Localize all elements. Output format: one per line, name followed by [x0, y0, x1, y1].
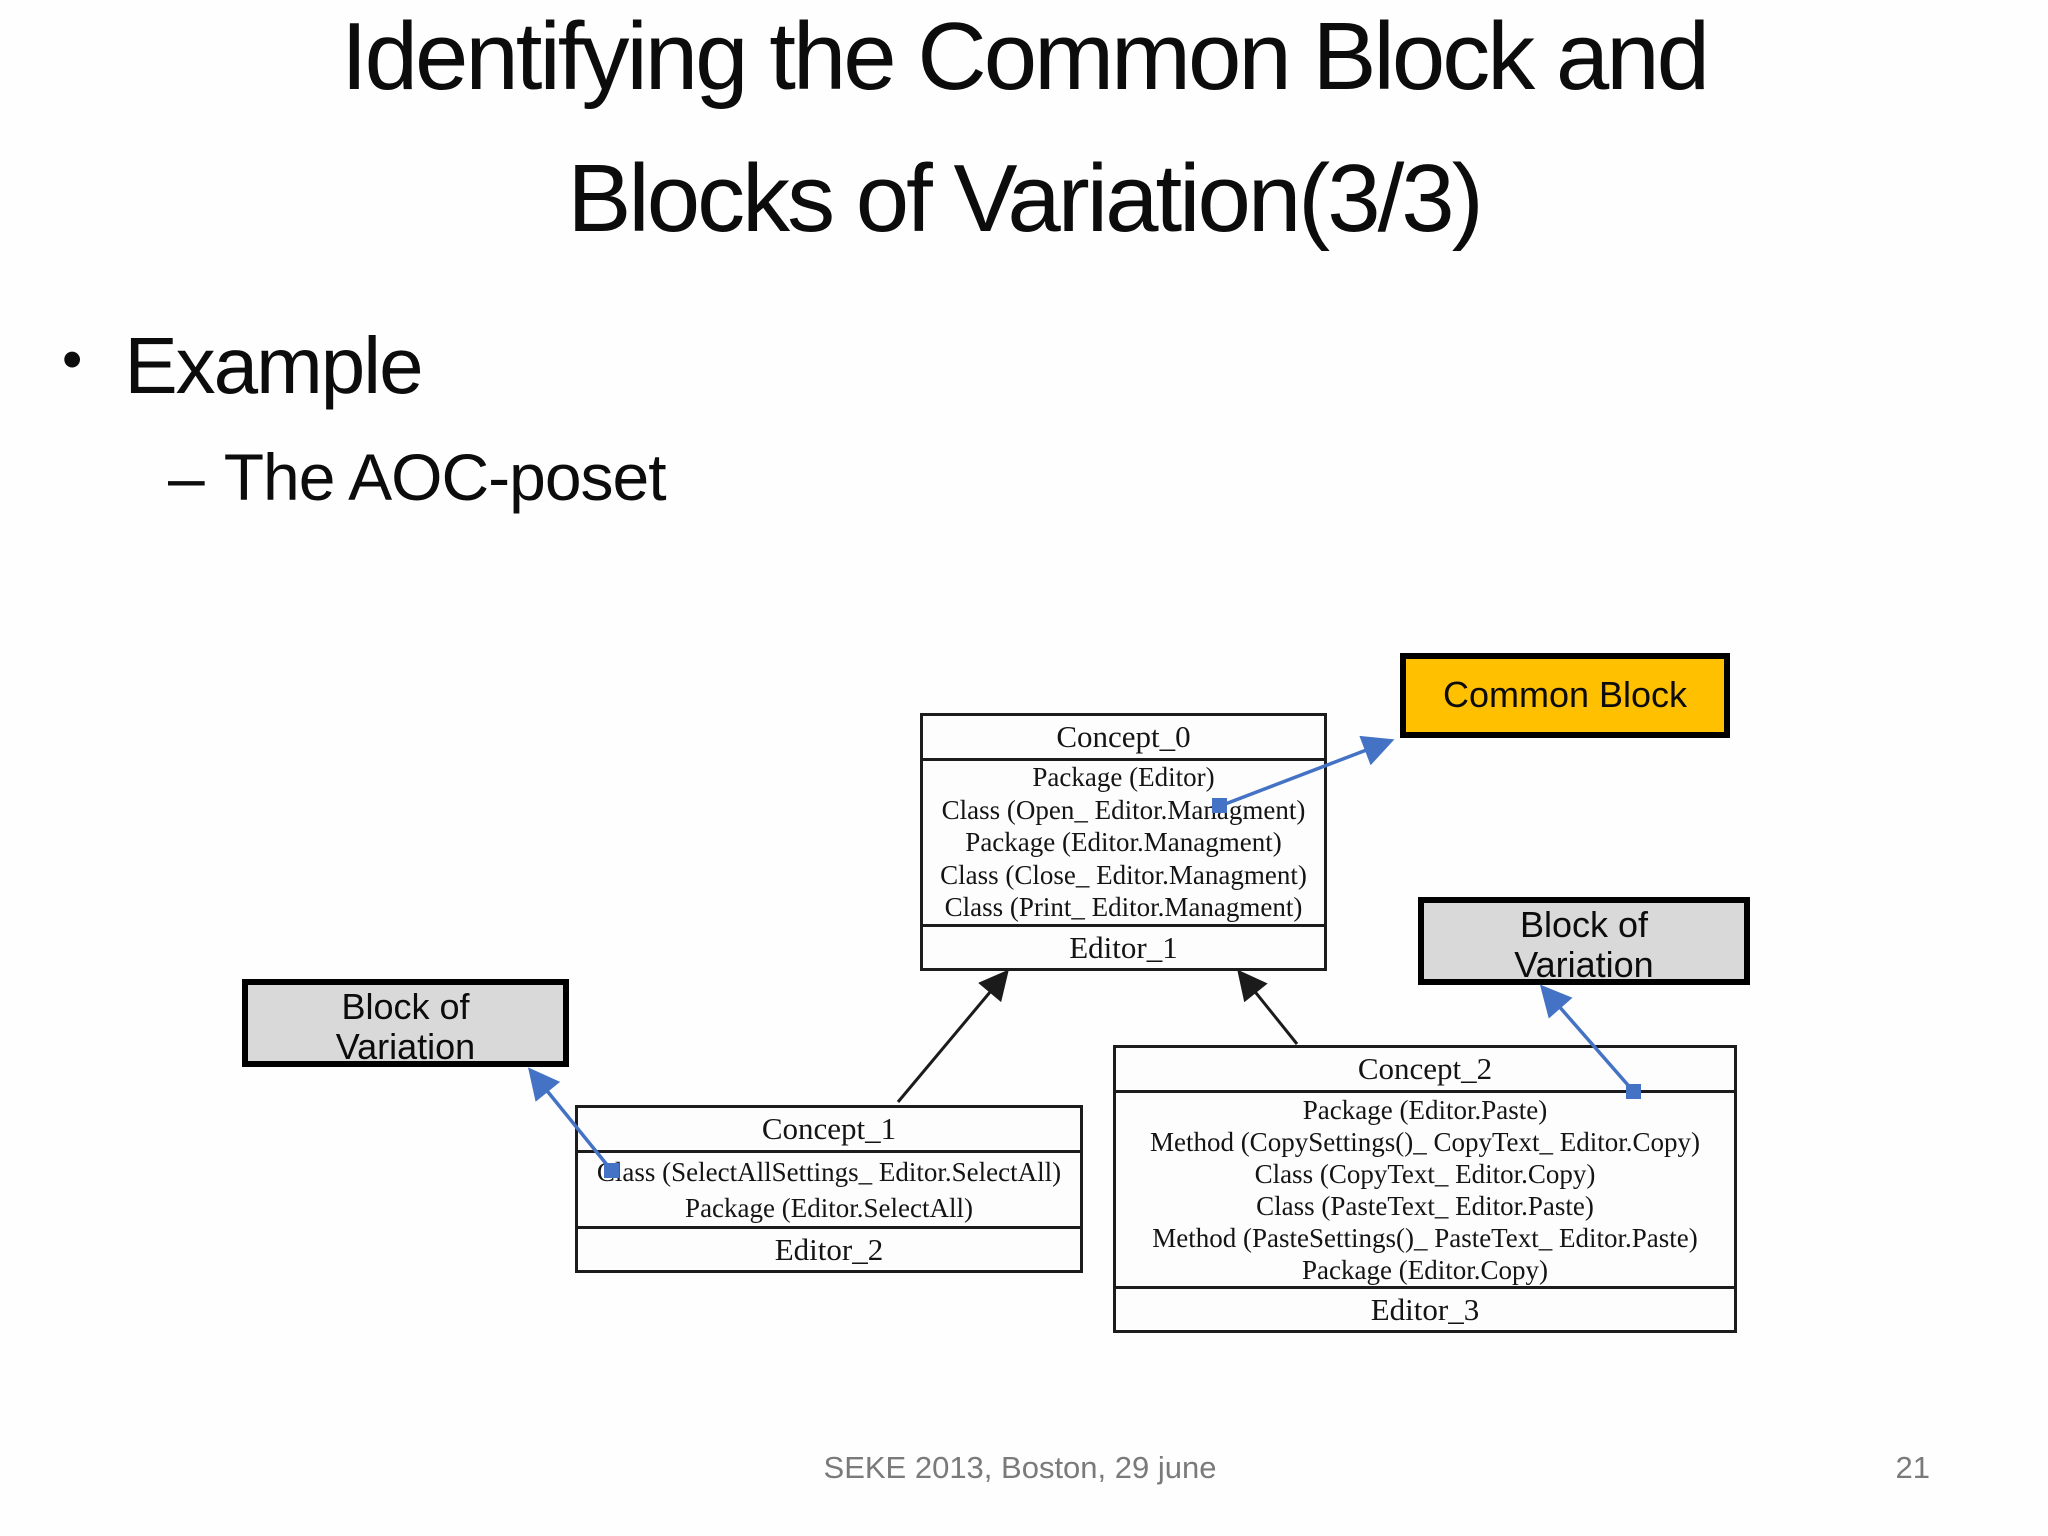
- concept0-editor: Editor_1: [923, 924, 1324, 968]
- sub-bullet-aoc-poset: –The AOC-poset: [168, 438, 667, 517]
- concept0-attributes: Package (Editor) Class (Open_ Editor.Man…: [923, 761, 1324, 924]
- concept2-line: Class (CopyText_ Editor.Copy): [1254, 1158, 1596, 1189]
- page-number: 21: [1895, 1450, 1930, 1485]
- hierarchy-arrow-concept2-to-concept0: [1237, 969, 1299, 1045]
- sub-bullet-text: The AOC-poset: [223, 440, 667, 514]
- concept0-title: Concept_0: [923, 716, 1324, 761]
- concept1-editor: Editor_2: [578, 1226, 1080, 1270]
- concept2-line: Package (Editor.Copy): [1302, 1254, 1548, 1285]
- concept0-box: Concept_0 Package (Editor) Class (Open_ …: [920, 713, 1327, 971]
- concept2-line: Class (PasteText_ Editor.Paste): [1256, 1190, 1594, 1221]
- bullet-marker: •: [62, 327, 82, 392]
- concept1-line: Class (SelectAllSettings_ Editor.SelectA…: [596, 1156, 1062, 1187]
- bov-right-line-1: Block of: [1519, 904, 1649, 945]
- concept0-line: Class (Print_ Editor.Managment): [944, 892, 1303, 923]
- hierarchy-arrow-concept1-to-concept0: [896, 969, 1009, 1103]
- concept2-attributes: Package (Editor.Paste) Method (CopySetti…: [1116, 1093, 1734, 1286]
- bullet-text: Example: [124, 321, 423, 410]
- concept1-title: Concept_1: [578, 1108, 1080, 1153]
- bov-left-line-2: Variation: [335, 1026, 476, 1067]
- concept2-title: Concept_2: [1116, 1048, 1734, 1093]
- bov-left-line-1: Block of: [341, 986, 470, 1027]
- concept0-line: Class (Close_ Editor.Managment): [940, 859, 1307, 890]
- concept1-box: Concept_1 Class (SelectAllSettings_ Edit…: [575, 1105, 1083, 1273]
- concept2-editor: Editor_3: [1116, 1286, 1734, 1330]
- page-title: Identifying the Common Block and Blocks …: [0, 0, 2048, 270]
- dash-marker: –: [168, 440, 205, 514]
- footer-caption: SEKE 2013, Boston, 29 june: [823, 1450, 1217, 1485]
- common-block-label: Common Block: [1400, 653, 1730, 738]
- block-of-variation-right-label: Block of Variation: [1418, 897, 1750, 985]
- bullet-example: • Example: [62, 318, 424, 414]
- concept2-line: Method (PasteSettings()_ PasteText_ Edit…: [1152, 1222, 1698, 1253]
- concept0-line: Package (Editor.Managment): [965, 827, 1282, 858]
- title-line-1: Identifying the Common Block and: [340, 3, 1710, 110]
- bov-right-line-2: Variation: [1514, 944, 1654, 985]
- title-line-2: Blocks of Variation(3/3): [567, 145, 1483, 252]
- concept2-line: Package (Editor.Paste): [1302, 1094, 1548, 1125]
- concept2-box: Concept_2 Package (Editor.Paste) Method …: [1113, 1045, 1737, 1333]
- concept0-line: Class (Open_ Editor.Managment): [941, 794, 1306, 825]
- concept1-line: Package (Editor.SelectAll): [685, 1192, 973, 1223]
- concept2-line: Method (CopySettings()_ CopyText_ Editor…: [1149, 1126, 1701, 1157]
- concept0-line: Package (Editor): [1032, 762, 1215, 793]
- block-of-variation-left-label: Block of Variation: [242, 979, 569, 1067]
- concept1-attributes: Class (SelectAllSettings_ Editor.SelectA…: [578, 1153, 1080, 1226]
